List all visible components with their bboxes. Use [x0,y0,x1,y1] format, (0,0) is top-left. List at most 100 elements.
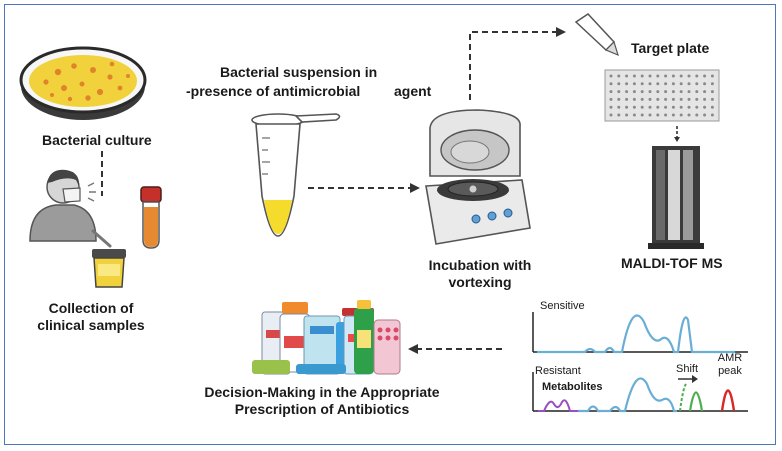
plate-well [679,105,683,109]
plate-well [648,97,652,101]
plate-well [625,90,629,94]
arrow-centrifuge-to-pipette [469,27,566,100]
plate-well [632,97,636,101]
suspension-label-line1: Bacterial suspension in [220,64,378,80]
plate-well [671,90,675,94]
plate-well [640,97,644,101]
plate-well [648,82,652,86]
plate-well [695,82,699,86]
plate-well [617,74,621,78]
plate-well [656,90,660,94]
plate-well [648,113,652,117]
bacterial-culture-label: Bacterial culture [42,132,152,148]
plate-well [679,97,683,101]
microtube-icon [251,113,341,237]
plate-well [703,82,707,86]
plate-well [679,74,683,78]
plate-well [687,105,691,109]
decision-label-line1: Decision-Making in the Appropriate [204,384,440,400]
plate-well [609,90,613,94]
plate-well [687,90,691,94]
plate-well [617,97,621,101]
plate-well [640,90,644,94]
sample-cup-icon [92,249,126,288]
plate-well [640,74,644,78]
suspension-label-line2: -presence of antimicrobial [186,83,360,100]
plate-well [617,82,621,86]
amr-label-line1: AMR [717,352,743,364]
plate-well [671,82,675,86]
plate-well [632,74,636,78]
target-plate-label: Target plate [631,40,710,56]
plate-well [664,82,668,86]
plate-well [679,113,683,117]
maldi-label: MALDI-TOF MS [621,255,723,271]
plate-well [664,90,668,94]
incubation-label-line2: vortexing [448,274,512,290]
plate-well [648,90,652,94]
incubation-label-line1: Incubation with [428,257,532,273]
plate-well [695,113,699,117]
arrow-plate-to-maldi [674,126,680,142]
plate-well [640,82,644,86]
plate-well [640,105,644,109]
resistant-label: Resistant [535,365,581,377]
plate-well [687,97,691,101]
plate-well [695,74,699,78]
plate-well [703,105,707,109]
patient-icon [29,169,97,242]
plate-well [710,82,714,86]
plate-well [703,90,707,94]
plate-well [687,82,691,86]
plate-well [710,113,714,117]
suspension-text: presence of antimicrobial [190,83,361,99]
arrow-spectra-to-decision [408,344,502,354]
plate-well [695,90,699,94]
shift-label: Shift [676,363,699,375]
plate-well [617,105,621,109]
centrifuge-icon [425,109,531,245]
sensitive-label: Sensitive [540,300,585,312]
plate-well [625,82,629,86]
arrow-tube-to-centrifuge [308,183,420,193]
decision-label-line2: Prescription of Antibiotics [234,401,410,417]
plate-well [625,105,629,109]
plate-well [656,113,660,117]
plate-well [664,74,668,78]
plate-well [632,105,636,109]
plate-well [695,105,699,109]
plate-well [687,74,691,78]
plate-well [609,82,613,86]
collection-label-line1: Collection of [48,300,134,316]
resistant-spectrum [532,372,748,413]
plate-well [609,74,613,78]
plate-well [625,113,629,117]
diagram-border [4,4,776,445]
amr-label-line2: peak [718,365,742,377]
plate-well [632,82,636,86]
plate-well [695,97,699,101]
metabolites-label: Metabolites [542,381,603,393]
target-plate-icon [604,69,720,122]
plate-well [648,105,652,109]
plate-well [710,74,714,78]
swab-icon [91,229,112,248]
pipette-tip-icon [574,13,619,57]
amr-peak-label: AMR peak [712,352,748,378]
plate-well [625,74,629,78]
plate-well [703,97,707,101]
blood-tube-icon [140,186,162,249]
plate-well [710,105,714,109]
suspension-agent-label: agent [394,83,432,99]
plate-well [609,113,613,117]
plate-well [609,97,613,101]
plate-well [703,113,707,117]
plate-well [671,74,675,78]
plate-well [679,82,683,86]
plate-well [632,90,636,94]
incubation-label: Incubation with vortexing [410,257,550,291]
medicines-icon [252,300,401,375]
decision-label: Decision-Making in the Appropriate Presc… [182,384,462,418]
